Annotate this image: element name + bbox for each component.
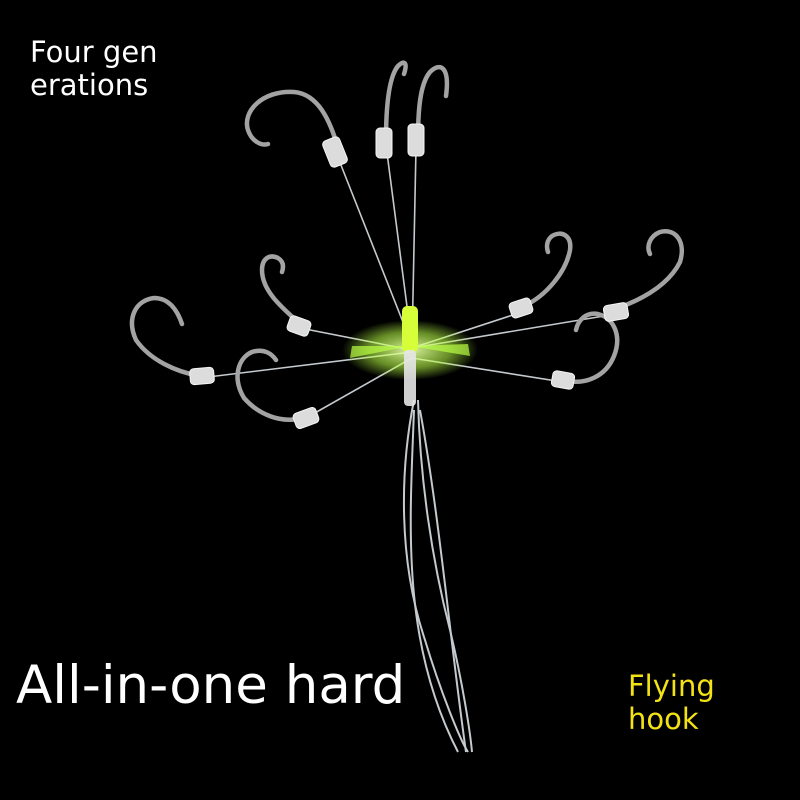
hook-top-left <box>244 89 341 151</box>
side-caption: Flying hook <box>628 669 715 737</box>
wire-loop <box>402 399 473 753</box>
top-caption: Four gen erations <box>30 35 158 103</box>
hook-far-left <box>129 295 203 379</box>
hook-far-right <box>615 229 684 311</box>
hook-sleeves <box>189 123 630 429</box>
hook-lower-left <box>235 348 307 422</box>
hook-lower-right <box>559 311 620 384</box>
top-caption-line-1: Four gen <box>30 35 158 69</box>
side-caption-line-1: Flying <box>628 669 715 703</box>
hook-top-middle <box>383 60 408 143</box>
connector-hub <box>342 306 478 406</box>
hook-mid-left <box>259 254 301 325</box>
fish-hooks <box>129 60 684 422</box>
top-caption-line-2: erations <box>30 68 149 103</box>
main-caption: All-in-one hard <box>16 655 406 716</box>
side-caption-line-2: hook <box>628 702 699 737</box>
hook-top-right <box>415 65 450 143</box>
hook-mid-right <box>521 231 573 309</box>
